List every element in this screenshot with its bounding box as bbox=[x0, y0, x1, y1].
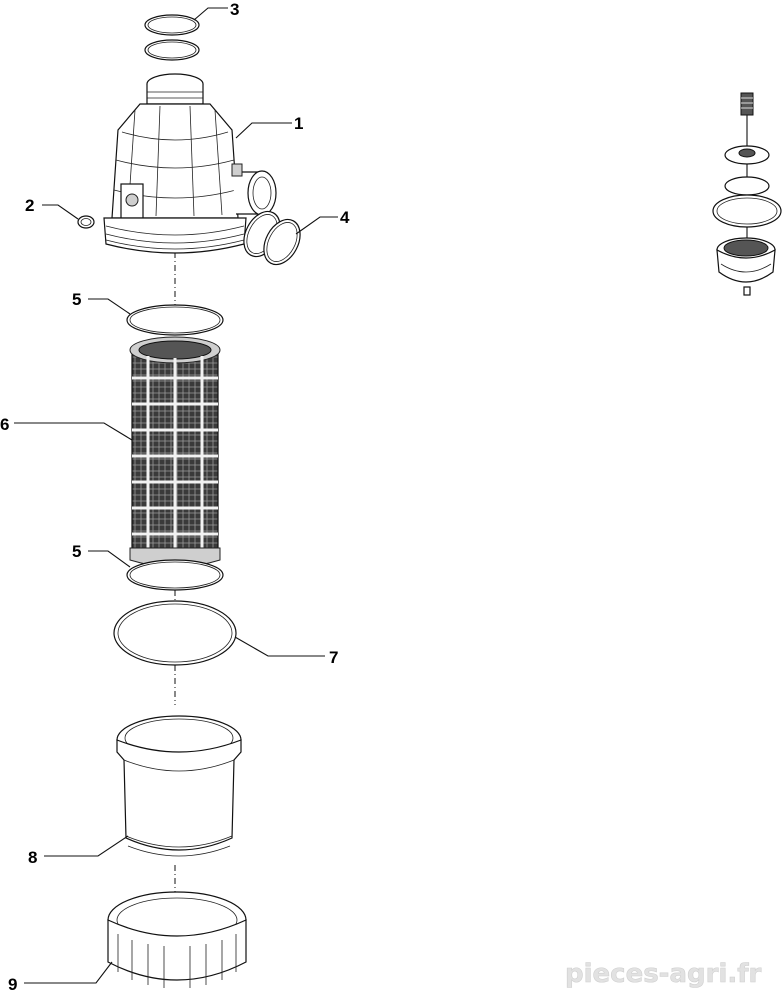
callout-3: 3 bbox=[230, 0, 239, 19]
leader-lines bbox=[14, 7, 338, 984]
callout-7: 7 bbox=[329, 648, 338, 667]
part-1-filter-head bbox=[103, 73, 277, 254]
part-5-seal-lower bbox=[126, 559, 224, 591]
callout-1: 1 bbox=[294, 114, 303, 133]
part-4-o-rings bbox=[243, 210, 301, 266]
callout-4: 4 bbox=[340, 208, 350, 227]
callout-8: 8 bbox=[28, 848, 37, 867]
part-5-seal-upper bbox=[126, 304, 224, 336]
callout-6: 6 bbox=[0, 415, 9, 434]
part-3-o-rings bbox=[144, 14, 200, 61]
part-2-plug bbox=[77, 215, 95, 229]
part-8-bowl bbox=[116, 715, 242, 857]
callout-9: 9 bbox=[8, 975, 17, 994]
callout-5-lower: 5 bbox=[72, 542, 81, 561]
callout-5-upper: 5 bbox=[72, 290, 81, 309]
part-7-large-o-ring bbox=[113, 600, 237, 666]
callout-2: 2 bbox=[25, 196, 34, 215]
part-9-ring-nut bbox=[107, 891, 247, 988]
part-6-mesh-cartridge bbox=[129, 336, 221, 568]
watermark: pieces-agri.fr bbox=[565, 959, 762, 989]
inset-valve-assembly bbox=[712, 92, 782, 296]
